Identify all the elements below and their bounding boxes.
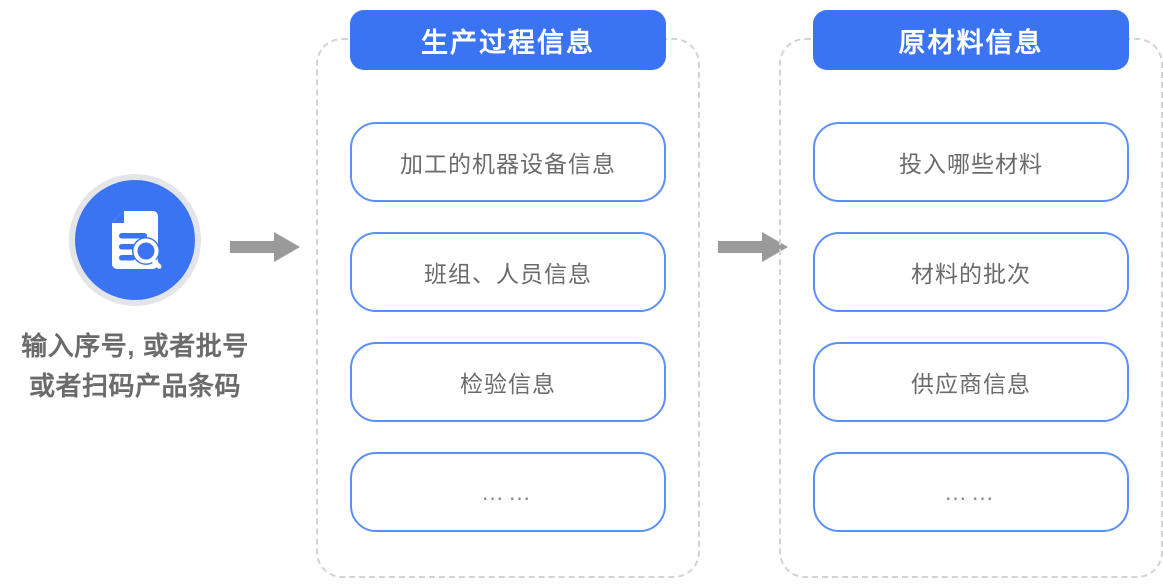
arrow-right-icon-1 (230, 232, 300, 262)
document-search-icon (75, 180, 195, 300)
list-item[interactable]: 检验信息 (350, 342, 666, 422)
group-items-production: 加工的机器设备信息 班组、人员信息 检验信息 …… (318, 122, 698, 532)
input-caption-line-2: 或者扫码产品条码 (28, 371, 241, 402)
group-panel-raw-material: 原材料信息 投入哪些材料 材料的批次 供应商信息 …… (779, 10, 1163, 578)
list-item[interactable]: 供应商信息 (813, 342, 1129, 422)
list-item[interactable]: 材料的批次 (813, 232, 1129, 312)
group-header-raw-material: 原材料信息 (813, 10, 1129, 70)
input-caption: 输入序号, 或者批号 或者扫码产品条码 (21, 326, 248, 407)
arrow-right-icon-2 (718, 232, 788, 262)
list-item[interactable]: …… (350, 452, 666, 532)
group-header-production: 生产过程信息 (350, 10, 666, 70)
list-item[interactable]: 加工的机器设备信息 (350, 122, 666, 202)
input-caption-line-1: 输入序号, 或者批号 (21, 331, 249, 361)
list-item[interactable]: 投入哪些材料 (813, 122, 1129, 202)
list-item[interactable]: 班组、人员信息 (350, 232, 666, 312)
list-item[interactable]: …… (813, 452, 1129, 532)
input-entry-block: 输入序号, 或者批号 或者扫码产品条码 (0, 180, 270, 407)
group-items-raw-material: 投入哪些材料 材料的批次 供应商信息 …… (781, 122, 1161, 532)
group-panel-production: 生产过程信息 加工的机器设备信息 班组、人员信息 检验信息 …… (316, 10, 700, 578)
